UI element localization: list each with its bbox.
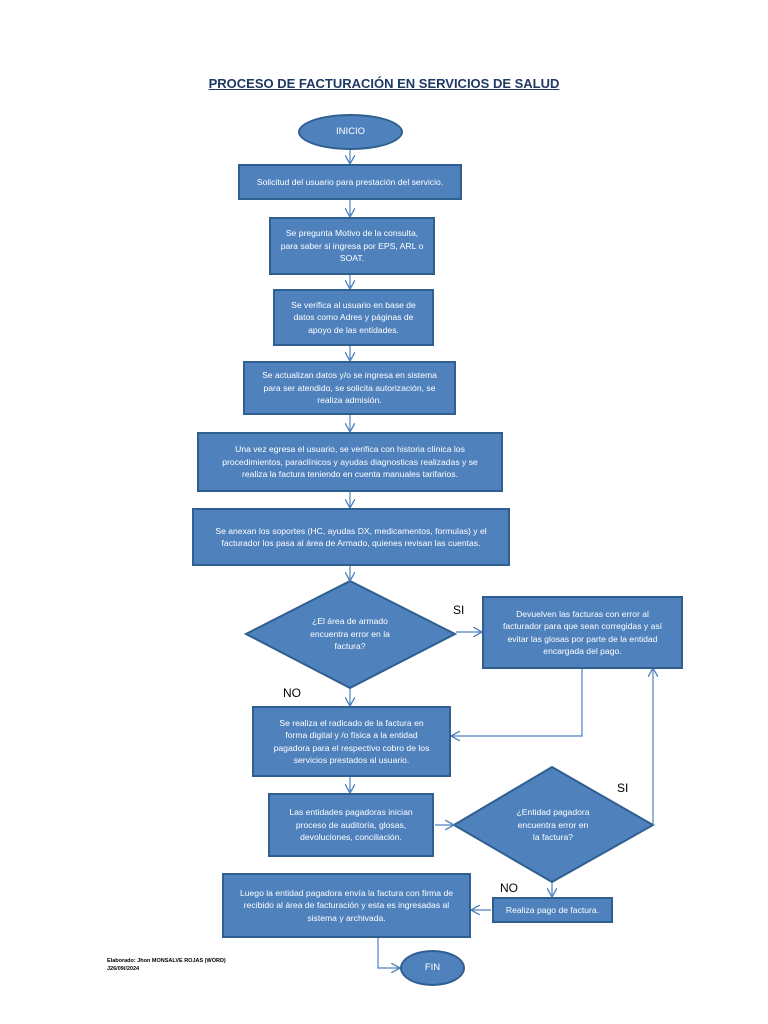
process-devuelven-facturas: Devuelven las facturas con error al fact…	[482, 596, 683, 669]
decision-entidad-shape	[452, 765, 656, 884]
label-si-entidad: SI	[617, 781, 629, 795]
process-pago-factura: Realiza pago de factura.	[492, 897, 613, 923]
process-verifica-historia: Una vez egresa el usuario, se verifica c…	[197, 432, 503, 492]
arrow-luego-fin	[377, 938, 399, 968]
arrow-devuelven-radicado	[452, 669, 583, 736]
credit-date: J26/09//2024	[107, 966, 140, 973]
process-solicitud: Solicitud del usuario para prestación de…	[238, 164, 462, 200]
label-no-entidad: NO	[500, 881, 518, 895]
decision-armado-shape	[243, 579, 458, 690]
start-node: INICIO	[298, 114, 403, 150]
process-motivo-consulta: Se pregunta Motivo de la consulta, para …	[269, 217, 435, 275]
label-si-armado: SI	[453, 603, 465, 617]
decision-armado-text: ¿El área de armado encuentra error en la…	[310, 616, 390, 652]
process-verifica-usuario: Se verifica al usuario en base de datos …	[273, 289, 434, 346]
label-no-armado: NO	[283, 686, 301, 700]
author-credit: Elaborado: Jhon MONSALVE ROJAS (WORD) J2…	[107, 957, 226, 974]
decision-entidad-text: ¿Entidad pagadora encuentra error en la …	[516, 807, 590, 843]
end-node: FIN	[400, 950, 465, 986]
process-radicado-factura: Se realiza el radicado de la factura en …	[252, 706, 451, 777]
process-actualiza-datos: Se actualizan datos y/o se ingresa en si…	[243, 361, 456, 415]
process-auditoria: Las entidades pagadoras inician proceso …	[268, 793, 434, 857]
process-envia-factura: Luego la entidad pagadora envía la factu…	[222, 873, 471, 938]
process-anexan-soportes: Se anexan los soportes (HC, ayudas DX, m…	[192, 508, 510, 566]
credit-author: Elaborado: Jhon MONSALVE ROJAS (WORD)	[107, 958, 226, 964]
page-title: PROCESO DE FACTURACIÓN EN SERVICIOS DE S…	[208, 76, 560, 91]
